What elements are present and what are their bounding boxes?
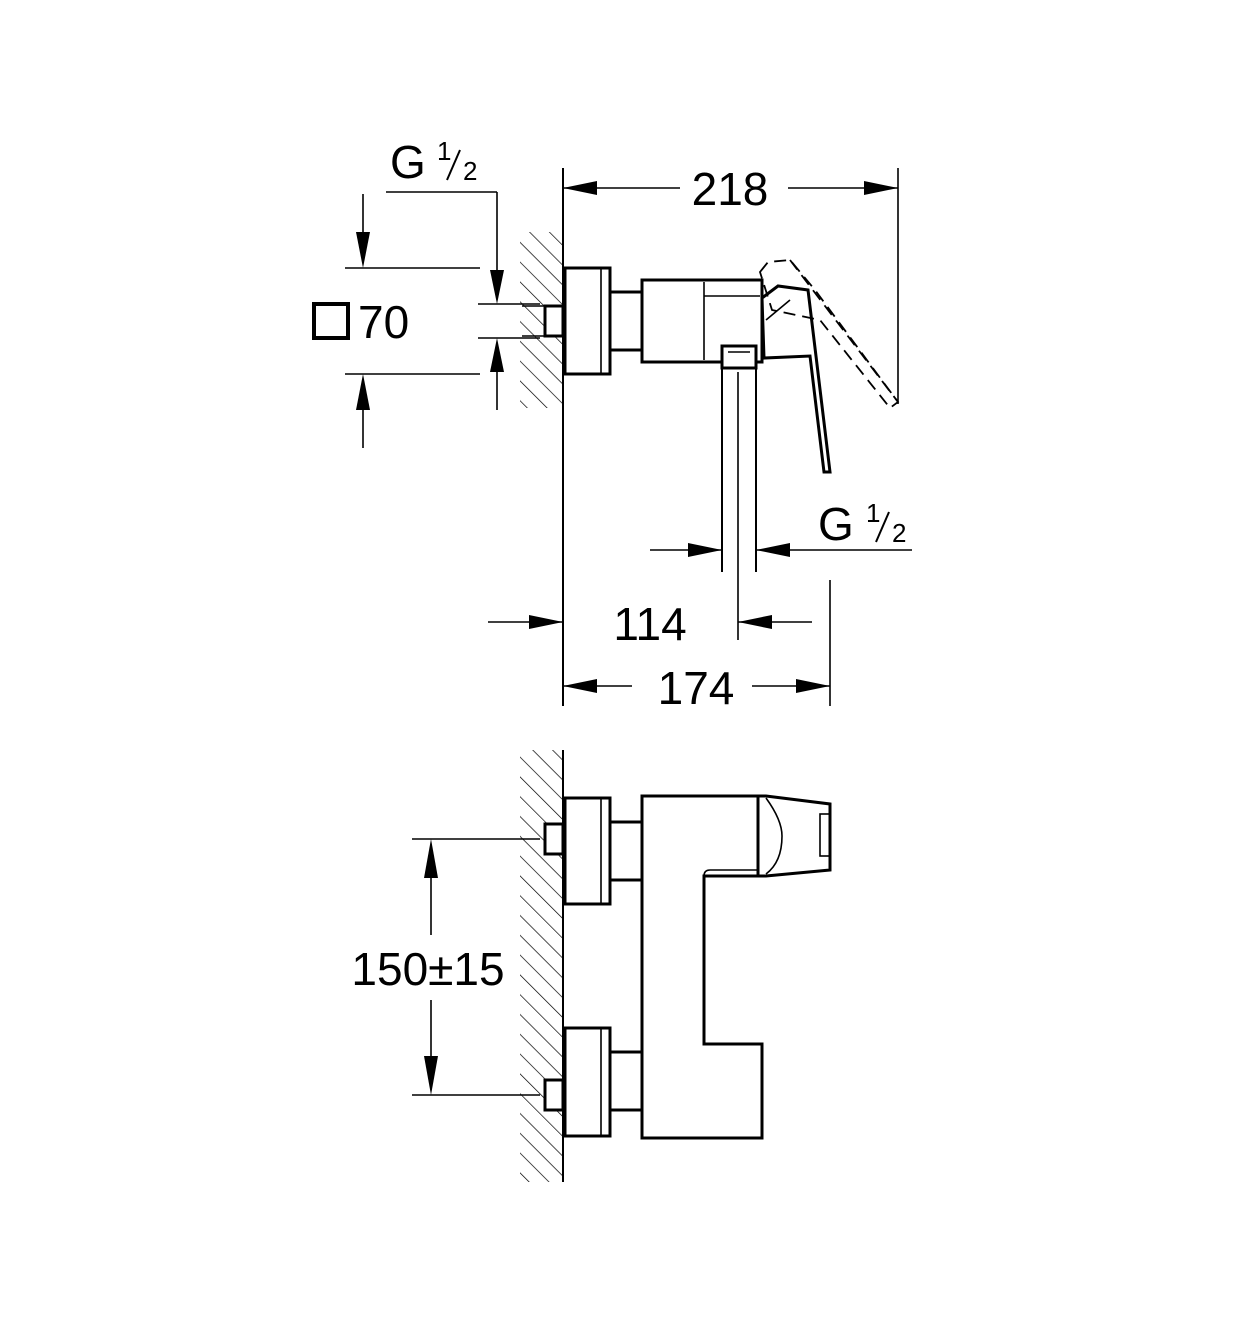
dim-174-label: 174 (658, 662, 735, 714)
dim-150-label: 150±15 (351, 943, 504, 995)
lower-inlet-stub (543, 1078, 565, 1112)
lever-handle (760, 284, 832, 474)
upper-inlet-stub (543, 822, 565, 856)
handle-front (756, 794, 832, 878)
connector-block (608, 290, 644, 352)
dim-174: 174 (563, 580, 831, 714)
dim-218: 218 (563, 163, 899, 404)
side-view (520, 168, 900, 706)
thread-top-g: G (390, 136, 426, 188)
upper-connector (608, 820, 644, 882)
dim-150: 150±15 (351, 838, 540, 1096)
thread-top-den: 2 (463, 156, 477, 186)
thread-side-num: 1 (866, 498, 880, 528)
square-70-label: 70 (358, 296, 409, 348)
inlet-stub (543, 304, 565, 338)
dim-thread-side: G 1 2 (650, 498, 912, 557)
outlet-nut (720, 344, 758, 370)
dim-thread-top: G 1 2 (386, 136, 540, 410)
lower-connector (608, 1050, 644, 1112)
lower-flange (563, 1026, 612, 1138)
square-symbol (312, 302, 350, 340)
wall-flange (563, 266, 612, 376)
thread-side-g: G (818, 498, 854, 550)
upper-flange (563, 796, 612, 906)
thread-top-num: 1 (437, 136, 451, 166)
handle-indicator (819, 813, 831, 857)
dim-114: 114 (488, 598, 812, 650)
wall-hatch-bottom (520, 750, 563, 1182)
dim-114-label: 114 (613, 598, 686, 650)
dim-218-label: 218 (692, 163, 769, 215)
dim-square-70: 70 (312, 194, 480, 448)
mixer-body-front (640, 794, 764, 1140)
front-view (520, 750, 832, 1182)
thread-side-den: 2 (892, 518, 906, 548)
